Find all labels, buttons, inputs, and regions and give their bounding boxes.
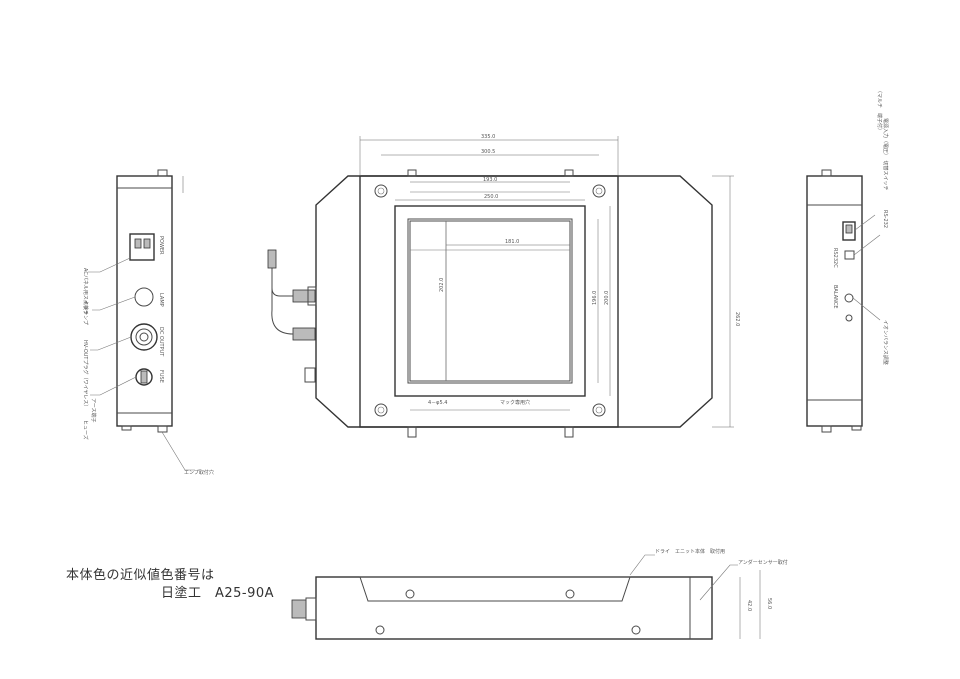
callout-switch-top: 電源入力（電圧） 切替スイッチ bbox=[882, 118, 889, 191]
callout-rs-port: RS-232 bbox=[882, 210, 888, 228]
dim-mount-width: 300.5 bbox=[481, 149, 495, 155]
rs232-port bbox=[844, 250, 855, 260]
breaker-switch bbox=[129, 233, 155, 261]
connector-socket bbox=[130, 323, 158, 351]
dim-window-width: 181.0 bbox=[505, 239, 519, 245]
switch-box bbox=[842, 221, 856, 241]
color-note-line1: 本体色の近似値色番号は bbox=[66, 568, 215, 583]
callout-foot: エンプ取付穴 bbox=[184, 469, 214, 476]
dim-frame-height: 196.0 bbox=[592, 291, 598, 305]
balance-knob-1 bbox=[844, 293, 854, 303]
lamp-indicator bbox=[134, 287, 154, 307]
dim-frame-height-outer: 200.0 bbox=[604, 291, 610, 305]
panel-label-lamp: LAMP bbox=[158, 293, 164, 307]
front-view: 335.0 300.5 193.0 250.0 181.0 202.0 196.… bbox=[267, 134, 740, 438]
power-cable bbox=[267, 249, 317, 383]
color-note-line2: 日塗工 A25-90A bbox=[161, 586, 275, 601]
callout-slot-text: マック専用穴 bbox=[500, 399, 530, 406]
callout-earth: アース端子 bbox=[90, 398, 97, 422]
balance-knob-2 bbox=[845, 314, 853, 322]
dim-side-height-b: 56.0 bbox=[766, 598, 772, 609]
panel-label-power: POWER bbox=[158, 236, 164, 255]
callout-fuse: ヒューズ bbox=[82, 420, 89, 440]
dim-overall-height: 262.0 bbox=[734, 312, 740, 326]
callout-ion-note: イオンバランス調整 bbox=[882, 320, 889, 365]
panel-label-fuse: FUSE bbox=[158, 370, 164, 383]
dim-frame-width: 250.0 bbox=[484, 194, 498, 200]
callout-lamp: 点検ランプ bbox=[82, 300, 89, 325]
left-side-view: ACパネル用スイッチ 点検ランプ HV-OUTプラグ（ワイヤレス） ヒューズ ア… bbox=[82, 169, 214, 476]
panel-label-dc-output: DC OUTPUT bbox=[158, 327, 164, 357]
callout-bottom-note1: ドライ エニット本体 取付用 bbox=[655, 548, 725, 555]
dim-overall-width: 335.0 bbox=[481, 134, 495, 140]
callout-top-note: （マルチ 端子付） bbox=[876, 88, 883, 133]
dim-slot-width: 193.0 bbox=[483, 177, 497, 183]
callout-bottom-note2: アンダーセンサー取付 bbox=[738, 559, 788, 566]
callout-hole-text: 4－φ5.4 bbox=[428, 400, 447, 406]
dim-window-height: 202.0 bbox=[439, 278, 445, 292]
right-side-view: 電源入力（電圧） 切替スイッチ （マルチ 端子付） RS-232 イオンバランス… bbox=[806, 88, 889, 433]
callout-breaker: ACパネル用スイッチ bbox=[82, 268, 88, 315]
front-dimensions bbox=[359, 136, 734, 428]
mounting-holes bbox=[374, 184, 606, 417]
callout-connector: HV-OUTプラグ（ワイヤレス） bbox=[82, 340, 89, 409]
dim-side-height-a: 42.0 bbox=[746, 600, 752, 611]
bottom-view: ドライ エニット本体 取付用 アンダーセンサー取付 42.0 56.0 bbox=[291, 548, 788, 640]
panel-label-balance: BALANCE bbox=[832, 285, 838, 309]
panel-label-rs: RS232C bbox=[832, 248, 838, 268]
